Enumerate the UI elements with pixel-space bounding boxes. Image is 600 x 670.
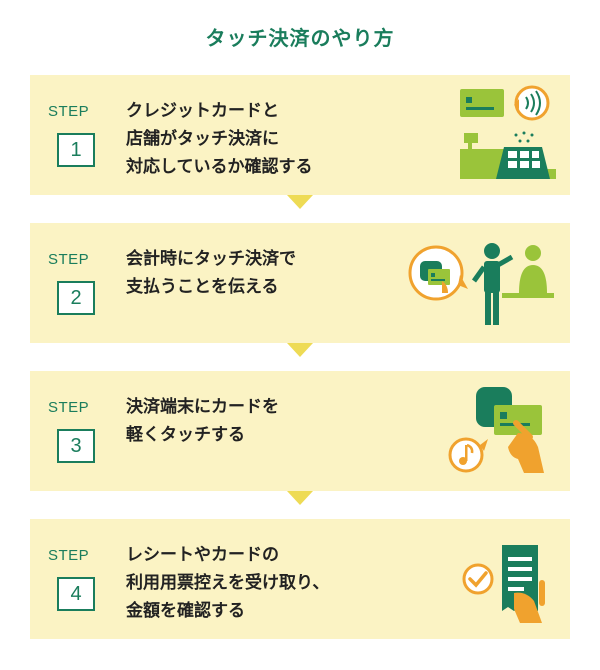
step-label: STEP xyxy=(48,547,90,564)
step-text-line: レシートやカードの xyxy=(126,545,279,565)
flow-arrow xyxy=(287,343,313,357)
step-2-panel: STEP 2 会計時にタッチ決済で 支払うことを伝える xyxy=(30,223,570,343)
step-4-panel: STEP 4 レシートやカードの 利用用票控えを受け取り、 金額を確認する xyxy=(30,519,570,639)
step-text-line: 決済端末にカードを xyxy=(126,397,279,417)
step-number: 2 xyxy=(57,281,95,315)
page-title: タッチ決済のやり方 xyxy=(205,26,395,50)
step-text-line: クレジットカードと xyxy=(126,101,279,121)
step-1-panel: STEP 1 クレジットカードと 店舗がタッチ決済に 対応しているか確認する xyxy=(30,75,570,195)
step-number: 4 xyxy=(57,577,95,611)
step-number: 1 xyxy=(57,133,95,167)
step-3-panel: STEP 3 決済端末にカードを 軽くタッチする xyxy=(30,371,570,491)
step-text-line: 軽くタッチする xyxy=(126,425,245,445)
step-text-line: 会計時にタッチ決済で xyxy=(126,249,296,269)
customer-talking-to-cashier-icon xyxy=(408,243,554,325)
step-description: 会計時にタッチ決済で 支払うことを伝える xyxy=(126,245,366,301)
step-description: クレジットカードと 店舗がタッチ決済に 対応しているか確認する xyxy=(126,97,366,181)
hand-tapping-card-icon xyxy=(448,387,544,473)
step-label: STEP xyxy=(48,251,90,268)
step-number: 3 xyxy=(57,429,95,463)
step-text-line: 利用用票控えを受け取り、 xyxy=(126,573,330,593)
receipt-check-icon xyxy=(462,545,545,623)
step-text-line: 店舗がタッチ決済に xyxy=(126,129,279,149)
step-text-line: 支払うことを伝える xyxy=(126,277,279,297)
step-text-line: 金額を確認する xyxy=(126,601,245,621)
step-description: レシートやカードの 利用用票控えを受け取り、 金額を確認する xyxy=(126,541,366,625)
step-label: STEP xyxy=(48,103,90,120)
step-label: STEP xyxy=(48,399,90,416)
step-text-line: 対応しているか確認する xyxy=(126,157,313,177)
step-description: 決済端末にカードを 軽くタッチする xyxy=(126,393,366,449)
flow-arrow xyxy=(287,195,313,209)
card-and-contactless-register-icon xyxy=(460,85,556,179)
flow-arrow xyxy=(287,491,313,505)
